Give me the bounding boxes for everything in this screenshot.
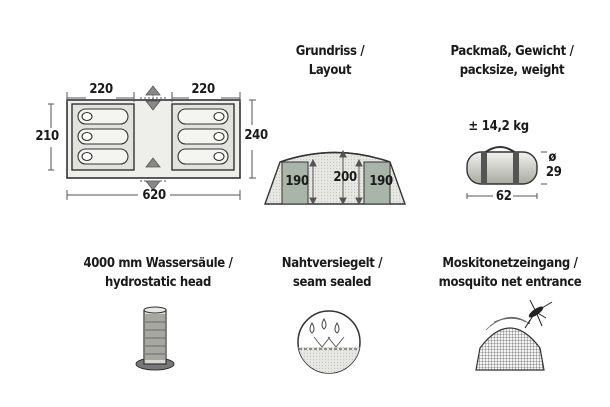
water-column-icon: [135, 306, 175, 371]
feature-mosquito-label: Moskitonetzeingang / mosquito net entran…: [429, 254, 591, 292]
mosquito-net-icon: [475, 299, 553, 371]
entrance-arrow-bottom: [145, 157, 161, 191]
feature-mosquito-line1: Moskitonetzeingang /: [442, 256, 578, 271]
diameter-value: 29: [545, 165, 562, 180]
length-value: 62: [495, 189, 512, 204]
dim-left: 210: [35, 129, 59, 144]
height-center: 200: [333, 170, 357, 185]
layout-label: Grundriss / Layout: [276, 42, 384, 80]
layout-label-line2: Layout: [308, 63, 352, 78]
floorplan-diagram: 220 220 210 240 620: [0, 0, 280, 215]
feature-seam-line2: seam sealed: [292, 275, 372, 290]
pack-label: Packmaß, Gewicht / packsize, weight: [440, 42, 584, 80]
entrance-arrow-top: [145, 85, 161, 111]
weight-value: ± 14,2 kg: [468, 119, 529, 134]
bag-icon: [466, 146, 547, 199]
feature-seam-line1: Nahtversiegelt /: [281, 256, 383, 271]
dim-bottom: 620: [142, 188, 166, 203]
height-left: 190: [285, 174, 309, 189]
feature-water-label: 4000 mm Wassersäule / hydrostatic head: [77, 254, 239, 292]
feature-mosquito-line2: mosquito net entrance: [438, 275, 582, 290]
dim-right: 240: [244, 128, 268, 143]
floorplan-drawing: [48, 85, 256, 200]
pack-label-line2: packsize, weight: [459, 63, 565, 78]
diameter-symbol: ø: [548, 150, 557, 165]
sleeping-bags-left: [77, 108, 129, 165]
mosquito-icon: [524, 299, 553, 329]
sleeping-bags-right: [177, 108, 229, 165]
feature-water-line1: 4000 mm Wassersäule /: [83, 256, 233, 271]
tent-cross-section: 190 200 190: [260, 140, 410, 210]
feature-water-line2: hydrostatic head: [104, 275, 211, 290]
dim-top-left: 220: [89, 82, 113, 97]
feature-seam-label: Nahtversiegelt / seam sealed: [269, 254, 395, 292]
pack-bag: ø 29 62: [455, 138, 595, 213]
layout-label-line1: Grundriss /: [295, 44, 365, 59]
seam-sealed-icon: [297, 310, 361, 374]
pack-label-line1: Packmaß, Gewicht /: [450, 44, 574, 59]
tent-profile-icon: [264, 149, 406, 206]
height-right: 190: [369, 174, 393, 189]
dim-top-right: 220: [191, 82, 215, 97]
